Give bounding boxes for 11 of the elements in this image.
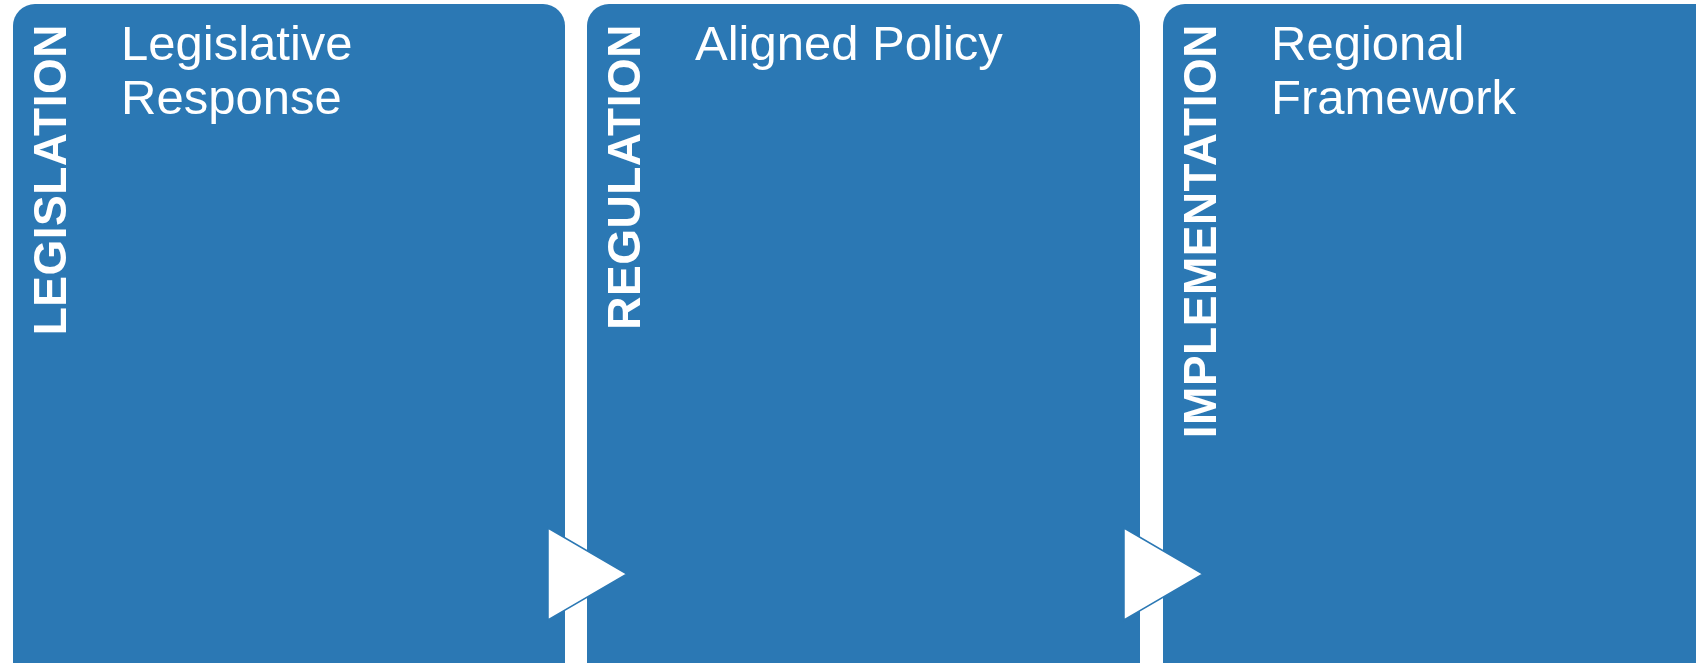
stage-heading: Aligned Policy	[695, 16, 1004, 70]
stage-panel	[13, 4, 565, 663]
stage-label: IMPLEMENTATION	[1177, 24, 1223, 439]
stage-label: REGULATION	[601, 24, 647, 330]
stage-label: LEGISLATION	[27, 24, 73, 336]
arrow	[547, 527, 628, 621]
stage-heading: Regional Framework	[1271, 16, 1518, 124]
stage-panel	[1163, 4, 1696, 663]
arrow	[1123, 527, 1204, 621]
stage-heading: Legislative Response	[121, 16, 354, 124]
stage-panel	[587, 4, 1140, 663]
